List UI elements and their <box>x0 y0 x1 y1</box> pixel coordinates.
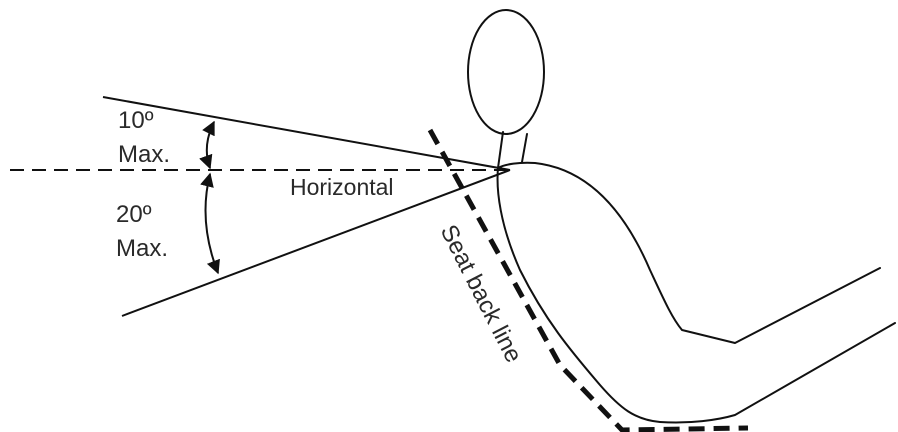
seat-back-line <box>427 128 749 432</box>
seat-back-line-label: Seat back line <box>435 220 528 367</box>
lower-angle-qualifier-label: Max. <box>116 235 168 262</box>
neck-outline <box>497 131 528 169</box>
seat-outline <box>467 9 896 424</box>
horizontal-label: Horizontal <box>290 174 394 200</box>
upper-angle-arrow <box>199 120 215 170</box>
body-outline <box>497 161 881 344</box>
upper-limit-line <box>102 96 511 171</box>
head-outline <box>467 9 545 135</box>
upper-angle-value-label: 10º <box>118 107 154 134</box>
lower-angle-arrow <box>200 172 220 275</box>
lower-limit-line <box>121 169 511 317</box>
back-and-seat-outline <box>496 167 896 424</box>
lower-angle-value-label: 20º <box>116 201 152 228</box>
upper-angle-qualifier-label: Max. <box>118 141 170 168</box>
